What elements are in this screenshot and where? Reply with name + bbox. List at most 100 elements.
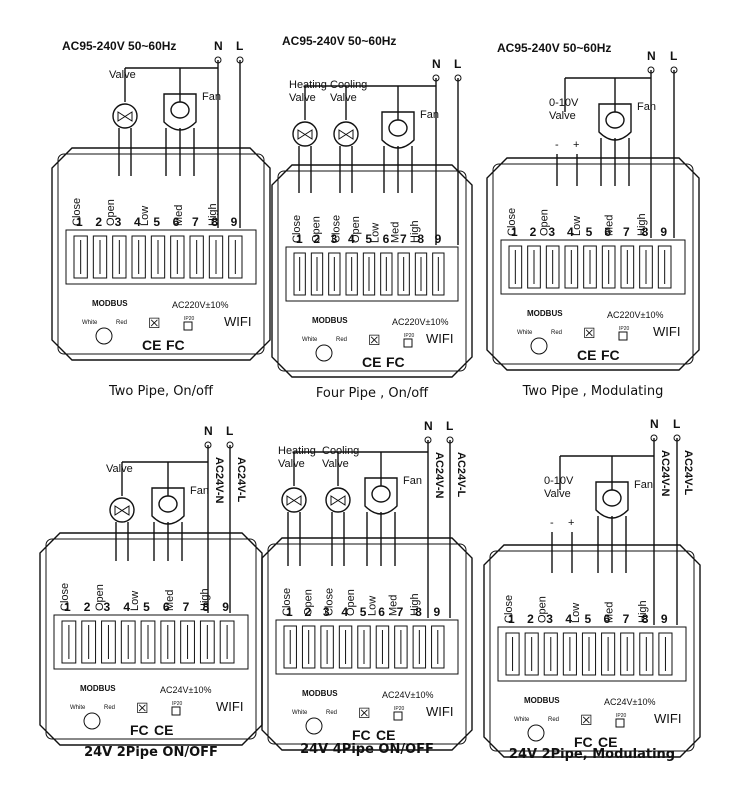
- valve-symbol-icon: [330, 495, 346, 506]
- valve-icon: [112, 103, 138, 129]
- fan-icon: [602, 489, 622, 507]
- terminal-number: 3: [548, 225, 555, 239]
- terminal-screw: [208, 235, 224, 279]
- terminal-screw: [620, 245, 635, 289]
- modbus-connector-icon: [530, 337, 548, 355]
- terminal-number: 6: [604, 612, 611, 626]
- wifi-label: WIFI: [216, 699, 243, 714]
- terminal-number: 6: [163, 600, 170, 614]
- ip-rating-label: IP20: [616, 713, 627, 719]
- terminal-screw: [375, 625, 390, 669]
- supply-vertical-label: AC24V-N: [659, 450, 671, 497]
- terminal-screw: [170, 235, 185, 279]
- valve-label: Heating: [289, 79, 327, 91]
- terminal-block: [497, 626, 687, 682]
- terminal-screw: [620, 632, 635, 676]
- terminal-screw: [160, 620, 176, 664]
- fan-body-icon: [595, 481, 629, 519]
- wire-label: Open: [311, 216, 323, 243]
- fan-icon: [371, 485, 391, 503]
- thermostat-inner-frame: [267, 543, 467, 745]
- wire-label: High: [637, 600, 649, 623]
- valve-label: Valve: [330, 92, 357, 104]
- valve-symbol-icon: [297, 129, 313, 140]
- terminal-screw: [414, 252, 428, 296]
- terminal-number: 1: [286, 605, 293, 619]
- terminal-number: 9: [661, 612, 668, 626]
- neutral-label: N: [214, 39, 223, 53]
- terminal-screw: [228, 235, 243, 279]
- ip-rating-icon: [403, 338, 413, 348]
- terminal-number: 3: [323, 605, 330, 619]
- terminal-screw: [73, 235, 88, 279]
- rating-label: AC24V±10%: [604, 697, 655, 707]
- terminal-block: [285, 246, 459, 302]
- wire-label: High: [207, 203, 219, 226]
- terminal-screw: [345, 252, 358, 296]
- terminal-screw: [412, 625, 427, 669]
- thermostat-housing: [271, 164, 473, 378]
- wire-label: High: [409, 593, 421, 616]
- modbus-label: MODBUS: [527, 309, 563, 318]
- cert-mark-ce: CE: [577, 347, 596, 363]
- terminal-number: 1: [511, 225, 518, 239]
- fan-body-icon: [163, 93, 197, 131]
- wire-label: Close: [506, 208, 518, 236]
- terminal-number: 6: [383, 232, 390, 246]
- supply-vertical-label: AC24V-L: [455, 452, 467, 498]
- terminal-screw: [180, 620, 195, 664]
- wire-label: Low: [570, 603, 582, 623]
- valve-label: Valve: [109, 69, 136, 81]
- terminal-number: 1: [76, 215, 83, 229]
- wire-label: Med: [604, 602, 616, 623]
- terminal-number: 4: [134, 215, 141, 229]
- terminal-number: 7: [397, 605, 404, 619]
- terminal-screw: [394, 625, 408, 669]
- terminal-number: 4: [348, 232, 355, 246]
- terminal-number: 6: [173, 215, 180, 229]
- terminal-screw: [338, 625, 353, 669]
- terminal-screw: [601, 245, 616, 289]
- terminal-screw: [219, 620, 235, 664]
- wire-label: Open: [350, 216, 362, 243]
- terminal-number: 1: [64, 600, 71, 614]
- valve-symbol-icon: [338, 129, 354, 140]
- rating-label: AC220V±10%: [392, 317, 448, 327]
- diagram-caption: Two Pipe, On/off: [108, 384, 214, 399]
- cert-mark-fc: FC: [130, 722, 149, 738]
- ip-rating-label: IP20: [172, 701, 183, 707]
- terminal-number: 4: [123, 600, 130, 614]
- terminal-number: 5: [143, 600, 150, 614]
- modbus-label: MODBUS: [302, 689, 338, 698]
- terminal-screw: [562, 632, 577, 676]
- terminal-screw: [140, 620, 156, 664]
- ip-rating-icon: [183, 321, 193, 331]
- valve-label: Heating: [278, 445, 316, 457]
- valve-symbol-icon: [117, 111, 133, 122]
- analog-plus-label: +: [568, 517, 574, 529]
- terminal-screw: [527, 245, 541, 289]
- wire-label: Close: [59, 583, 71, 611]
- supply-label: AC95-240V 50~60Hz: [62, 39, 176, 53]
- fan-body-icon: [381, 111, 415, 149]
- terminal-number: 1: [296, 232, 303, 246]
- terminal-number: 3: [546, 612, 553, 626]
- valve-icon: [325, 487, 351, 513]
- modbus-label: MODBUS: [312, 316, 348, 325]
- modbus-connector-icon: [305, 717, 323, 735]
- terminal-number: 9: [435, 232, 442, 246]
- line-label: L: [673, 417, 680, 431]
- terminal-screw: [120, 620, 136, 664]
- valve-label: Valve: [106, 463, 133, 475]
- cert-mark-fc: FC: [601, 347, 620, 363]
- wifi-label: WIFI: [426, 704, 453, 719]
- terminal-number: 5: [153, 215, 160, 229]
- wire-label: Low: [370, 223, 382, 243]
- cert-mark-ce: CE: [142, 337, 161, 353]
- valve-label: Valve: [289, 92, 316, 104]
- wire-label: Open: [537, 596, 549, 623]
- ip-rating-label: IP20: [404, 333, 415, 339]
